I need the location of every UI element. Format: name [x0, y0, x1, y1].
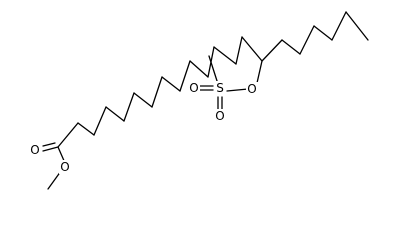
atom-o-sulfonyl-bottom: O [214, 109, 226, 123]
bond-tail-4 [313, 25, 333, 41]
bond-chain-c3-c4 [93, 106, 107, 136]
bond-tail-2 [281, 39, 301, 55]
atom-o-ester-label: O [60, 160, 69, 174]
bond-tail-5 [331, 11, 347, 41]
atom-o-bridge: O [246, 82, 258, 96]
bond-chain-c14-branch [241, 36, 263, 62]
atom-o-sulfonyl-left: O [188, 81, 200, 95]
bond-chain-c5-c6 [123, 92, 135, 122]
bond-chain-c13-c14 [235, 36, 243, 65]
bond-chain-c12-c13 [213, 46, 237, 65]
atom-o-sulfonyl-left-label: O [189, 81, 198, 95]
atom-label-layer: O O S O O O [29, 81, 258, 174]
bond-chain-c1-c2 [57, 122, 79, 148]
bond-carbonyl-double-1 [42, 146, 59, 152]
bond-chain-c2-c3 [77, 122, 95, 136]
bond-chain-c8-c9 [161, 76, 181, 92]
bond-s-methyl [208, 55, 219, 85]
bond-carbonyl-double-2 [42, 142, 56, 147]
bond-layer [42, 11, 369, 190]
structure-diagram: O O S O O O [29, 11, 369, 190]
atom-o-carbonyl: O [29, 143, 41, 157]
atom-o-carbonyl-label: O [30, 143, 39, 157]
atom-s-label: S [216, 81, 224, 95]
atom-s: S [214, 81, 226, 95]
bond-branch-o [256, 60, 263, 84]
bond-tail-1 [261, 39, 283, 62]
atom-o-sulfonyl-bottom-label: O [215, 109, 224, 123]
bond-chain-c10-c11 [189, 60, 209, 78]
bond-chain-c6-c7 [133, 92, 153, 108]
bond-methyl-ester-o [47, 170, 62, 190]
bond-o-s [226, 88, 249, 92]
atom-o-ester: O [59, 160, 71, 174]
bond-chain-c7-c8 [151, 76, 163, 108]
bond-tail-6 [345, 11, 369, 41]
atom-o-bridge-label: O [247, 82, 256, 96]
bond-tail-3 [299, 25, 315, 55]
bond-chain-c9-c10 [179, 60, 191, 92]
bond-chain-c4-c5 [105, 106, 125, 122]
